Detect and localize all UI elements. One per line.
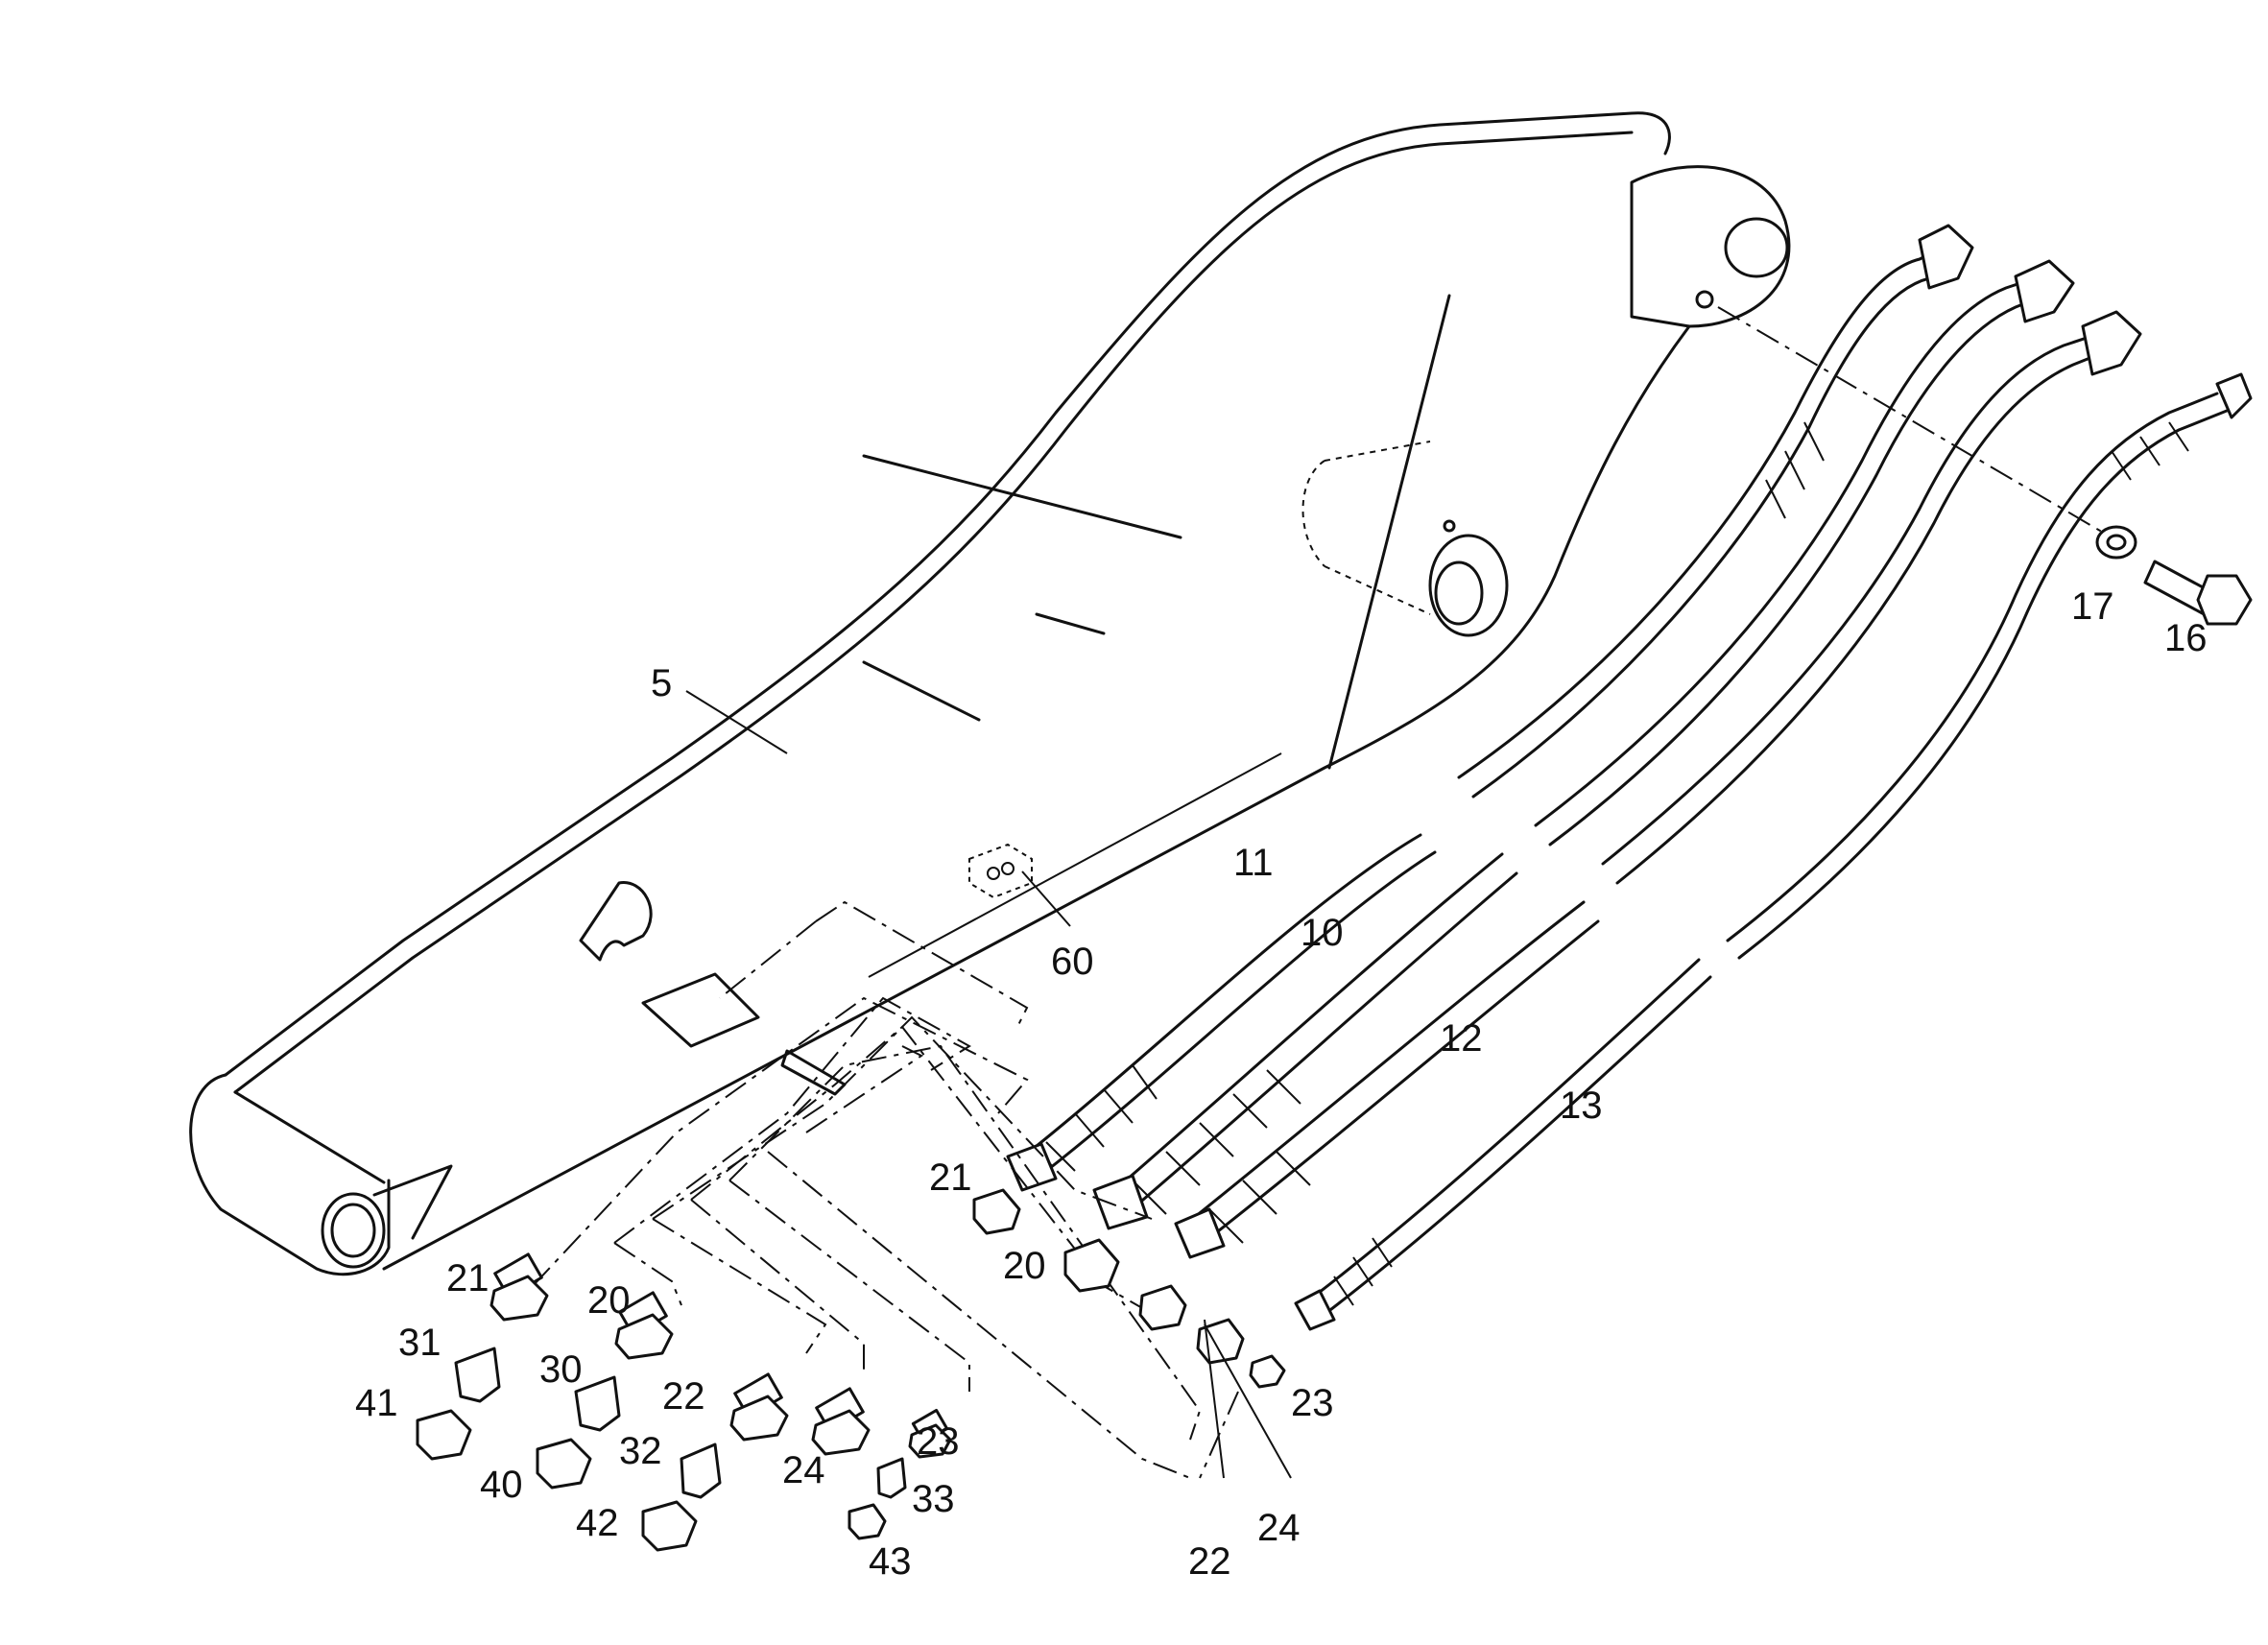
callout-31: 31 <box>398 1322 442 1364</box>
callout-10: 10 <box>1301 912 1344 954</box>
callout-24-left: 24 <box>782 1449 825 1491</box>
washer-17 <box>2095 525 2137 560</box>
nut-43 <box>848 1503 887 1540</box>
fitting-22-left <box>729 1372 789 1442</box>
callout-33: 33 <box>912 1478 955 1520</box>
callout-11: 11 <box>1233 842 1274 884</box>
fitting-21-left <box>489 1252 549 1322</box>
fittings-left <box>416 1252 952 1552</box>
callout-5: 5 <box>651 662 672 704</box>
hose-10 <box>1092 259 2075 1230</box>
bolt-16 <box>2143 560 2253 626</box>
sleeve-32 <box>680 1442 722 1499</box>
callout-43: 43 <box>869 1540 912 1583</box>
callout-23-right: 23 <box>1291 1382 1334 1424</box>
nut-41 <box>416 1409 472 1461</box>
fitting-20-left <box>614 1291 674 1360</box>
callout-24-bottom: 24 <box>1257 1507 1301 1549</box>
nut-22-right <box>1138 1284 1187 1331</box>
callout-20-left: 20 <box>587 1279 631 1322</box>
nut-20-right <box>1063 1238 1120 1293</box>
hose-11 <box>1006 224 1974 1192</box>
callout-22-bottom: 22 <box>1188 1540 1231 1583</box>
fittings-right <box>972 1188 1286 1389</box>
callout-21-left: 21 <box>446 1257 489 1299</box>
callout-16: 16 <box>2164 617 2208 659</box>
callout-21-right: 21 <box>929 1156 972 1199</box>
callout-17: 17 <box>2071 585 2114 628</box>
bolt-and-washer <box>1717 306 2253 626</box>
callout-22-left: 22 <box>662 1375 705 1418</box>
callout-20-right: 20 <box>1003 1245 1046 1287</box>
nut-23-right <box>1249 1354 1286 1389</box>
clamp-60 <box>968 843 1033 899</box>
callout-12: 12 <box>1440 1017 1483 1060</box>
leader-lines <box>685 690 1292 1479</box>
callout-13: 13 <box>1560 1085 1603 1127</box>
sleeve-30 <box>574 1375 621 1432</box>
callout-60: 60 <box>1051 941 1094 983</box>
callout-labels: 5 11 10 12 13 60 17 16 21 20 22 24 23 21… <box>355 585 2208 1583</box>
nut-42 <box>641 1500 698 1552</box>
callout-40: 40 <box>480 1464 523 1506</box>
callout-41: 41 <box>355 1382 398 1424</box>
sleeve-33 <box>876 1457 907 1499</box>
boom-arm <box>189 111 1791 1276</box>
hoses <box>1006 224 2253 1331</box>
sleeve-31 <box>454 1347 501 1403</box>
fitting-24-left <box>811 1387 871 1456</box>
nut-21-right <box>972 1188 1021 1235</box>
callout-23-left: 23 <box>917 1420 960 1463</box>
fitting-23-left <box>908 1408 952 1459</box>
callout-42: 42 <box>576 1502 619 1544</box>
callout-32: 32 <box>619 1430 662 1472</box>
hose-12 <box>1174 310 2142 1259</box>
nut-40 <box>536 1438 592 1490</box>
hose-13 <box>1294 372 2253 1331</box>
callout-30: 30 <box>539 1348 583 1391</box>
